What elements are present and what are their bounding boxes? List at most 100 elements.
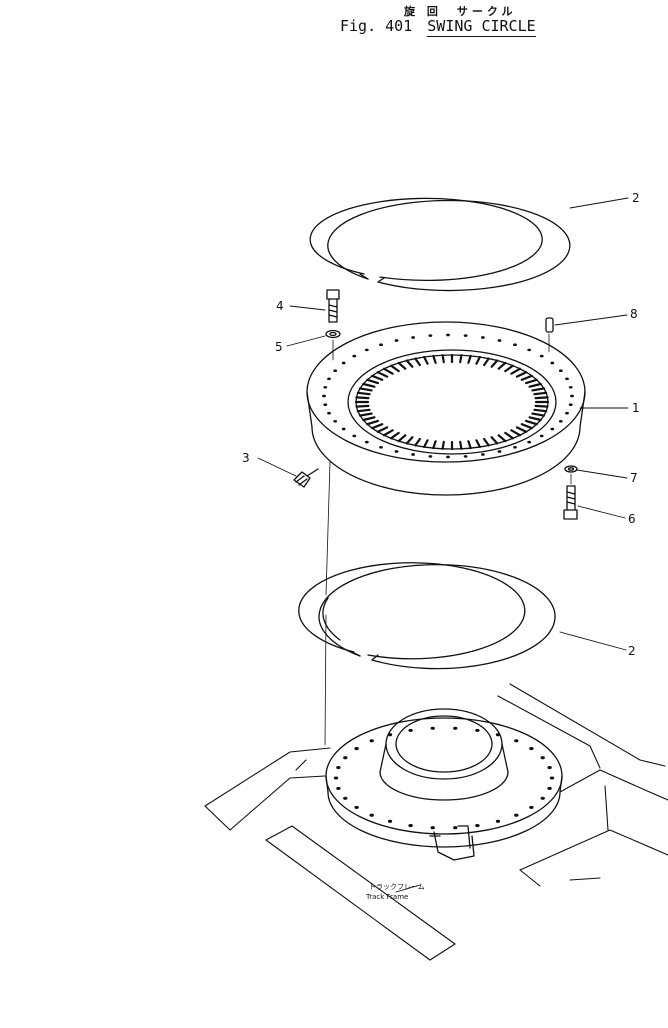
gear-tooth <box>467 440 472 450</box>
gear-tooth <box>531 387 546 392</box>
gear-tooth <box>467 354 472 364</box>
bolt-hole <box>529 747 534 751</box>
bolt-hole <box>352 434 357 438</box>
bolt-hole <box>513 343 517 347</box>
gear-tooth <box>533 408 548 413</box>
figure-title: Fig. 401 SWING CIRCLE <box>340 17 536 37</box>
bolt-hole <box>475 728 480 732</box>
bolt-hole <box>428 455 433 458</box>
gear-tooth <box>362 416 376 422</box>
bolt-hole <box>333 369 338 373</box>
gear-tooth <box>534 396 549 400</box>
bolt-hole <box>411 453 415 456</box>
bolt-hole <box>352 354 357 358</box>
gear-tooth <box>405 359 414 368</box>
gear-tooth <box>520 374 533 381</box>
gear-tooth <box>490 436 499 445</box>
bolt-hole <box>453 826 458 830</box>
gear-tooth <box>441 354 445 364</box>
gear-tooth <box>390 364 400 373</box>
bolt-hole <box>565 411 569 415</box>
gear-tooth <box>362 382 376 388</box>
bolt-hole <box>387 733 393 737</box>
gear-tooth <box>483 437 490 447</box>
bolt-hole <box>463 455 468 458</box>
bolt-hole <box>514 739 519 743</box>
bolt-hole <box>430 726 435 730</box>
bolt-hole <box>539 354 544 358</box>
bolt-hole <box>497 339 502 342</box>
bolt-hole <box>495 819 501 823</box>
gear-tooth <box>483 357 490 367</box>
callout-5: 5 <box>275 340 283 354</box>
bolt-hole <box>495 733 501 737</box>
callout-6: 6 <box>628 512 636 526</box>
bolt-hole <box>354 805 359 809</box>
figure-name: SWING CIRCLE <box>427 17 536 37</box>
callout-7: 7 <box>630 471 638 485</box>
callout-3: 3 <box>242 451 250 465</box>
figure-header: 旋 回 サークル Fig. 401 SWING CIRCLE <box>0 0 668 60</box>
gear-tooth <box>414 437 421 447</box>
bolt-hole <box>446 455 450 459</box>
gear-tooth <box>371 423 384 430</box>
bolt-hole <box>565 377 569 381</box>
bolt-hole <box>481 336 485 339</box>
bolt-hole <box>327 377 331 381</box>
bolt-hole <box>430 826 435 830</box>
gear-tooth <box>528 382 542 388</box>
gear-tooth <box>414 357 421 367</box>
bolt-hole <box>323 403 328 407</box>
bolt-hole <box>527 440 532 444</box>
gear-tooth <box>475 355 481 365</box>
gear-tooth <box>531 412 546 417</box>
frame-bolt-holes <box>333 726 555 830</box>
bolt-hole <box>513 445 517 449</box>
track-frame-label-en: Track Frame <box>365 893 408 901</box>
bolt-hole <box>333 776 339 780</box>
callout-labels: 2 1 2 3 4 5 6 7 8 トラックフレーム Track Frame <box>242 191 640 901</box>
bolt-hole <box>475 824 480 828</box>
dowel-pin <box>545 317 554 333</box>
gear-tooth <box>383 367 394 375</box>
gear-tooth <box>504 431 515 440</box>
bolt-hole <box>364 440 369 444</box>
bolt-hole <box>379 343 383 347</box>
bolt-hole <box>453 726 458 730</box>
gear-tooth <box>515 426 528 433</box>
callout-4: 4 <box>276 299 284 313</box>
gear-tooth <box>510 367 522 375</box>
bolt-hole <box>322 394 326 398</box>
bolt-hole <box>387 819 393 823</box>
bolt-hole <box>529 805 534 809</box>
bolt-hole <box>540 796 545 800</box>
bolt-hole <box>540 756 545 760</box>
callout-8: 8 <box>630 307 638 321</box>
gear-tooth <box>515 371 528 378</box>
gear-tooth <box>459 440 463 450</box>
bolt-hole <box>343 796 348 800</box>
bolt-hole <box>568 385 573 389</box>
gear-tooth <box>475 439 481 449</box>
seal-ring-upper <box>309 197 571 292</box>
track-frame-mount <box>325 708 563 861</box>
gear-tooth <box>534 404 549 408</box>
gear-tooth <box>423 439 429 449</box>
gear-tooth <box>459 354 463 364</box>
bolt-lower <box>563 485 578 520</box>
gear-tooth <box>390 431 400 440</box>
gear-tooth <box>376 426 389 433</box>
gear-tooth <box>356 391 371 396</box>
gear-tooth <box>510 429 522 437</box>
gear-tooth <box>441 440 445 450</box>
gear-tooth <box>524 378 538 385</box>
bolt-hole <box>570 394 574 398</box>
gear-tooth <box>533 391 548 396</box>
gear-tooth <box>524 419 538 426</box>
gear-tooth <box>520 423 533 430</box>
bolt-hole <box>514 813 519 817</box>
bolt-hole <box>323 385 328 389</box>
washer-lower <box>564 465 578 473</box>
bolt-hole <box>394 450 399 453</box>
japanese-title: 旋 回 サークル <box>404 5 517 18</box>
